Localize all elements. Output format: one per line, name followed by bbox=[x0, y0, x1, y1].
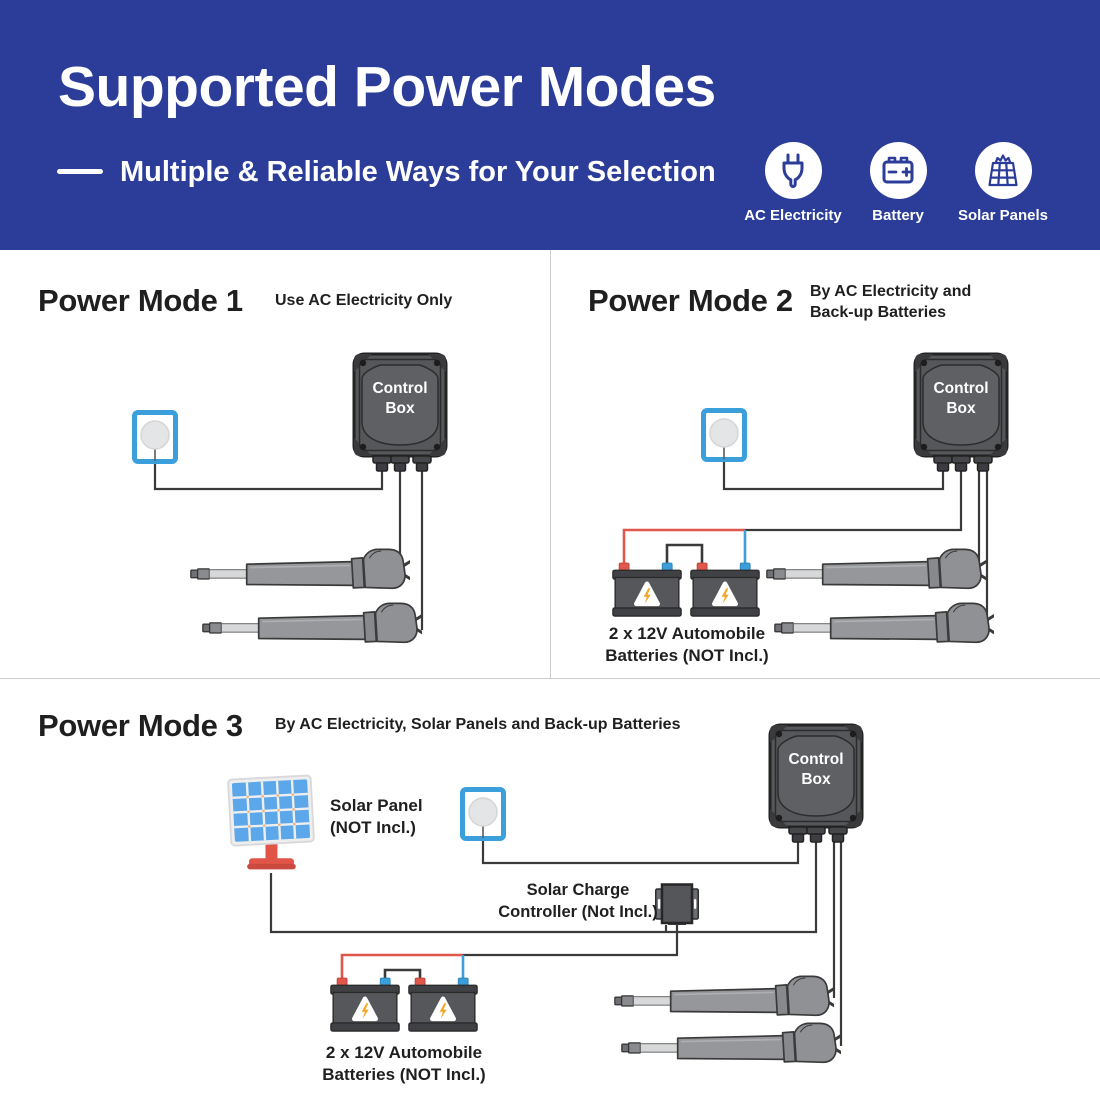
gate-actuator bbox=[202, 602, 422, 653]
wire-m2-battery-to-box bbox=[745, 470, 963, 532]
power-source-battery: Battery bbox=[843, 142, 953, 224]
control-box-label: Control Box bbox=[933, 380, 989, 417]
wall-outlet bbox=[460, 787, 506, 841]
mode3-title: Power Mode 3 bbox=[38, 708, 243, 743]
wall-outlet bbox=[132, 410, 178, 464]
wire-m1-outlet-to-box bbox=[153, 464, 384, 491]
mode1-title: Power Mode 1 bbox=[38, 283, 243, 318]
horizontal-divider bbox=[0, 678, 1100, 679]
mode2-title: Power Mode 2 bbox=[588, 283, 793, 318]
automobile-battery bbox=[408, 977, 478, 1033]
automobile-battery bbox=[330, 977, 400, 1033]
power-source-solar: Solar Panels bbox=[948, 142, 1058, 224]
wire-m3-battery-jumper bbox=[383, 968, 422, 985]
gate-actuator bbox=[766, 548, 986, 599]
battery-label: 2 x 12V Automobile Batteries (NOT Incl.) bbox=[322, 1043, 486, 1084]
power-source-label: Solar Panels bbox=[957, 207, 1049, 224]
subtitle-dash bbox=[57, 169, 103, 174]
header-banner: Supported Power Modes Multiple & Reliabl… bbox=[0, 0, 1100, 250]
gate-actuator bbox=[614, 975, 834, 1026]
power-source-label: AC Electricity bbox=[744, 207, 842, 224]
gate-actuator bbox=[621, 1022, 841, 1073]
battery-label: 2 x 12V Automobile Batteries (NOT Incl.) bbox=[605, 624, 769, 665]
mode1-description: Use AC Electricity Only bbox=[275, 292, 453, 309]
mode3-description: By AC Electricity, Solar Panels and Back… bbox=[275, 716, 681, 733]
solar-panels-icon bbox=[974, 142, 1032, 199]
battery-icon bbox=[869, 142, 927, 199]
plug-icon bbox=[764, 142, 822, 199]
gate-actuator bbox=[190, 548, 410, 599]
solar-panel bbox=[225, 772, 317, 873]
solar-charge-controller-label: Solar Charge Controller (Not Incl.) bbox=[498, 881, 658, 921]
automobile-battery bbox=[612, 562, 682, 618]
vertical-divider bbox=[550, 250, 551, 678]
page-title: Supported Power Modes bbox=[58, 55, 716, 119]
gate-actuator bbox=[774, 602, 994, 653]
automobile-battery bbox=[690, 562, 760, 618]
wire-m2-battery-positive bbox=[622, 528, 745, 564]
power-source-label: Battery bbox=[872, 207, 924, 224]
page-subtitle: Multiple & Reliable Ways for Your Select… bbox=[120, 156, 716, 188]
wire-m3-outlet-to-box bbox=[481, 841, 800, 865]
wire-m3-controller-to-battery bbox=[463, 925, 679, 957]
wire-m3-solar-to-box bbox=[269, 842, 818, 934]
power-source-ac: AC Electricity bbox=[738, 142, 848, 224]
mode2-description: By AC Electricity and Back-up Batteries bbox=[810, 283, 972, 321]
wire-m2-outlet-to-box bbox=[722, 462, 945, 491]
wall-outlet bbox=[701, 408, 747, 462]
wire-m2-battery-jumper bbox=[665, 543, 704, 564]
control-box-label: Control Box bbox=[372, 380, 428, 417]
wire-m3-battery-positive bbox=[340, 953, 463, 985]
solar-panel-label: Solar Panel (NOT Incl.) bbox=[330, 796, 423, 837]
control-box-label: Control Box bbox=[788, 751, 844, 788]
